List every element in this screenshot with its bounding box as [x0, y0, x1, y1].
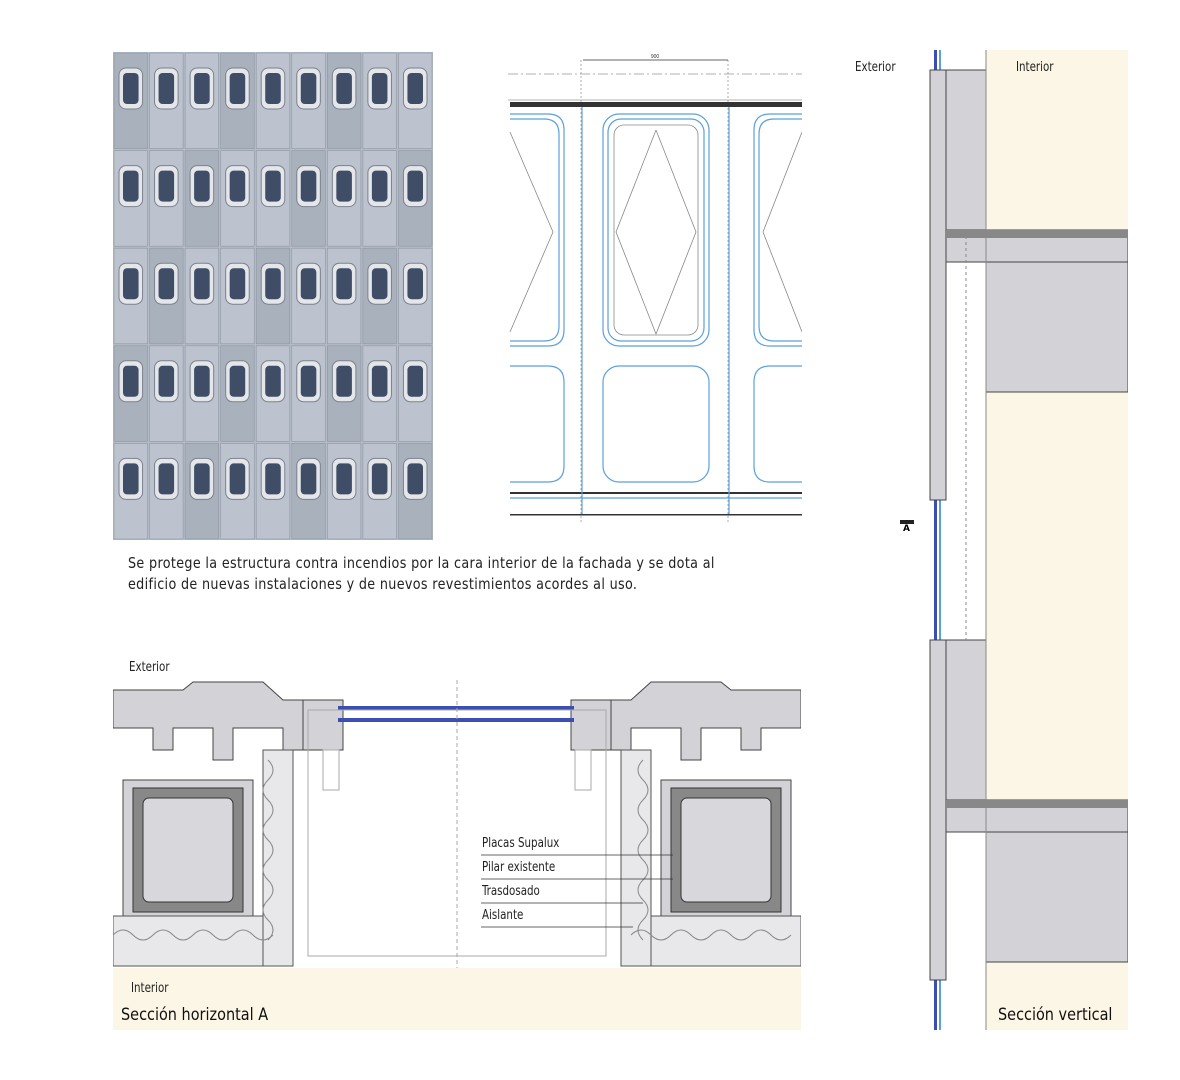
window-glass	[336, 170, 352, 202]
window-glass	[300, 73, 317, 104]
legend-trasdosado: Trasdosado	[482, 884, 540, 899]
window-glass	[265, 73, 281, 104]
window-glass	[336, 365, 352, 397]
window-glass	[300, 170, 317, 202]
window-glass	[407, 73, 423, 104]
window-glass	[371, 73, 388, 104]
window-glass	[371, 170, 388, 202]
vertical-section-drawing	[929, 50, 1128, 1030]
window-glass	[371, 365, 388, 397]
window-glass	[407, 170, 423, 202]
hs-exterior-label: Exterior	[129, 660, 170, 675]
facade-photo	[113, 52, 433, 540]
window-glass	[407, 268, 423, 300]
window-glass	[158, 268, 175, 300]
hs-interior-label: Interior	[131, 981, 169, 996]
legend-placas-supalux: Placas Supalux	[482, 836, 560, 851]
legend-aislante: Aislante	[482, 908, 524, 923]
window-glass	[158, 365, 175, 397]
window-glass	[229, 73, 246, 104]
window-glass	[158, 73, 175, 104]
window-glass	[265, 170, 281, 202]
window-glass	[371, 463, 388, 495]
caption-line-2: edificio de nuevas instalaciones y de nu…	[128, 575, 638, 593]
window-glass	[407, 463, 423, 495]
window-glass	[300, 463, 317, 495]
window-glass	[123, 73, 139, 104]
window-glass	[229, 268, 246, 300]
window-glass	[336, 463, 352, 495]
window-glass	[123, 365, 139, 397]
section-marker-icon	[900, 520, 914, 524]
window-glass	[194, 170, 210, 202]
window-glass	[229, 463, 246, 495]
vs-exterior-label: Exterior	[855, 60, 896, 75]
elevation-drawing: 900	[508, 54, 802, 522]
window-glass	[300, 268, 317, 300]
window-glass	[194, 365, 210, 397]
window-glass	[123, 463, 139, 495]
dimension-label: 900	[651, 54, 660, 60]
window-glass	[265, 463, 281, 495]
window-glass	[407, 365, 423, 397]
window-glass	[123, 170, 139, 202]
window-glass	[123, 268, 139, 300]
window-glass	[158, 463, 175, 495]
window-glass	[336, 73, 352, 104]
hs-title: Sección horizontal A	[121, 1005, 269, 1025]
horizontal-section-drawing	[113, 680, 801, 1030]
window-glass	[194, 73, 210, 104]
caption-line-1: Se protege la estructura contra incendio…	[128, 554, 715, 572]
legend-pilar-existente: Pilar existente	[482, 860, 556, 875]
section-marker-label: A	[903, 524, 910, 534]
window-glass	[229, 170, 246, 202]
window-glass	[300, 365, 317, 397]
vs-title: Sección vertical	[998, 1005, 1113, 1025]
window-glass	[194, 463, 210, 495]
window-glass	[265, 365, 281, 397]
window-glass	[229, 365, 246, 397]
window-glass	[158, 170, 175, 202]
window-glass	[336, 268, 352, 300]
window-glass	[194, 268, 210, 300]
vs-interior-label: Interior	[1016, 60, 1054, 75]
window-glass	[265, 268, 281, 300]
window-glass	[371, 268, 388, 300]
